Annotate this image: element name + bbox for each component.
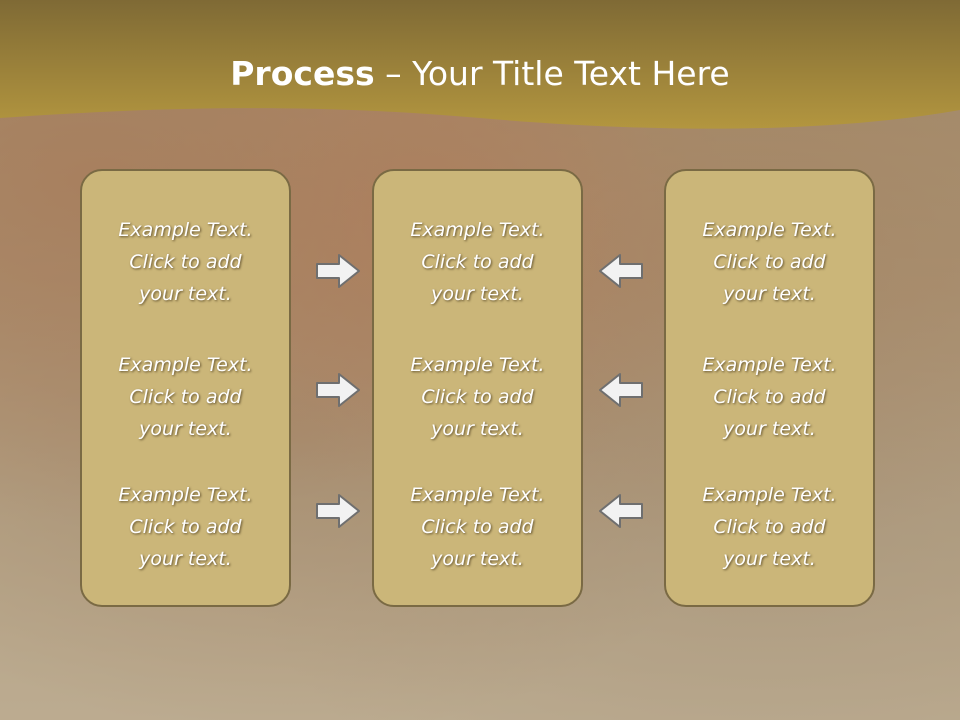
text-line: Example Text. [702,354,837,376]
header-wave [0,0,960,129]
text-line: Click to add [129,516,242,538]
text-item[interactable]: Example Text. Click to add your text. [82,349,289,445]
right-arrow-icon [316,254,360,288]
text-line: Example Text. [118,219,253,241]
text-line: your text. [139,418,232,440]
process-box-3[interactable]: Example Text. Click to add your text. Ex… [664,169,875,607]
text-line: your text. [723,418,816,440]
left-arrow-icon [599,254,643,288]
slide-title[interactable]: Process – Your Title Text Here [0,52,960,96]
title-bold: Process [230,54,375,93]
text-line: Example Text. [702,484,837,506]
text-item[interactable]: Example Text. Click to add your text. [666,479,873,575]
text-item[interactable]: Example Text. Click to add your text. [666,349,873,445]
text-line: Example Text. [118,354,253,376]
text-item[interactable]: Example Text. Click to add your text. [82,214,289,310]
right-arrow-icon [316,373,360,407]
text-line: your text. [723,548,816,570]
text-line: Example Text. [410,219,545,241]
right-arrow-icon [316,494,360,528]
text-line: your text. [139,548,232,570]
text-line: Click to add [129,251,242,273]
title-rest: – Your Title Text Here [374,54,730,93]
text-line: Click to add [421,251,534,273]
text-line: Click to add [713,516,826,538]
text-line: Example Text. [702,219,837,241]
text-line: Example Text. [410,354,545,376]
text-line: Click to add [713,386,826,408]
left-arrow-icon [599,373,643,407]
text-line: your text. [431,548,524,570]
text-line: Example Text. [118,484,253,506]
process-box-1[interactable]: Example Text. Click to add your text. Ex… [80,169,291,607]
text-line: Click to add [129,386,242,408]
text-item[interactable]: Example Text. Click to add your text. [374,349,581,445]
text-item[interactable]: Example Text. Click to add your text. [82,479,289,575]
left-arrow-icon [599,494,643,528]
text-line: Click to add [713,251,826,273]
process-box-2[interactable]: Example Text. Click to add your text. Ex… [372,169,583,607]
text-line: your text. [431,418,524,440]
text-line: Click to add [421,516,534,538]
text-item[interactable]: Example Text. Click to add your text. [374,479,581,575]
text-line: Example Text. [410,484,545,506]
text-line: your text. [431,283,524,305]
text-line: your text. [723,283,816,305]
text-line: Click to add [421,386,534,408]
text-item[interactable]: Example Text. Click to add your text. [374,214,581,310]
text-item[interactable]: Example Text. Click to add your text. [666,214,873,310]
header-band: Process – Your Title Text Here [0,0,960,140]
text-line: your text. [139,283,232,305]
